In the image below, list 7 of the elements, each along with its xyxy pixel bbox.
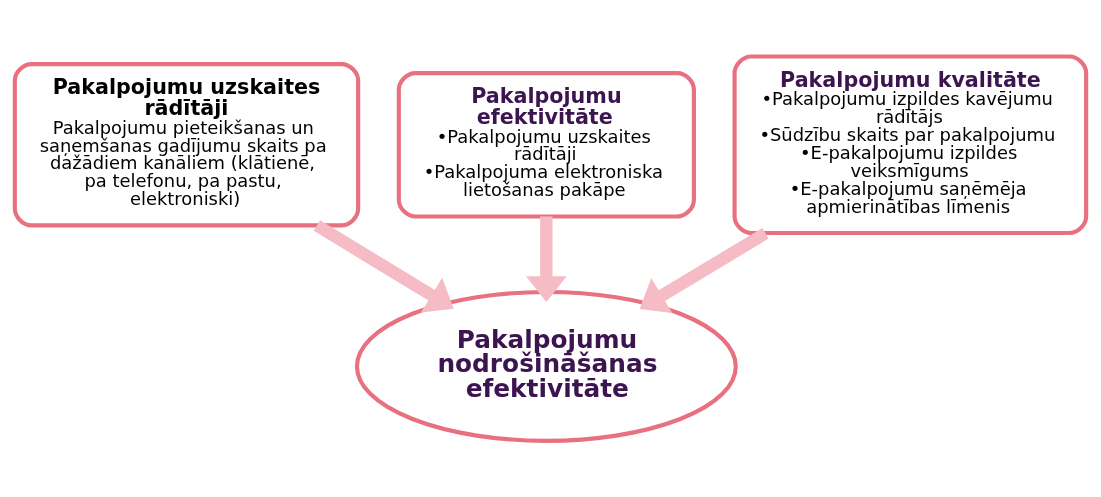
- arrow: [313, 220, 454, 313]
- node-ellipse: Pakalpojumu nodrošināšanas efektivitāte: [354, 289, 738, 443]
- arrow: [639, 227, 769, 314]
- arrow: [526, 216, 567, 303]
- node-box: Pakalpojumu uzskaites rādītāji Pakalpojumu pieteikšanas un saņemšanas gadījumu skaits pa dažādiem kanāliem (klātienē, pa telefonu, pa pastu, elektroniski): [12, 62, 361, 228]
- node-box: Pakalpojumu kvalitāte •Pakalpojumu izpildes kavējumu rādītājs •Sūdzību skaits par pakalpojumu •E-pakalpojumu izpildes veiksmīgums •E-pakalpojumu saņēmēja apmierinātības līmenis: [732, 54, 1089, 236]
- node-box: Pakalpojumu efektivitāte •Pakalpojumu uzskaites rādītāji •Pakalpojuma elektroniska lietošanas pakāpe: [396, 71, 696, 219]
